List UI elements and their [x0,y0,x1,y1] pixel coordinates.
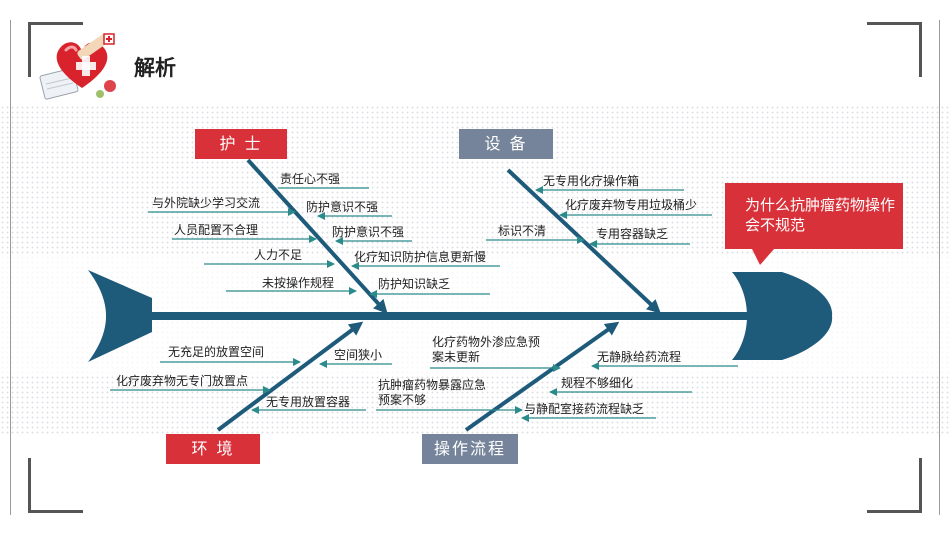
frame-line-left [10,20,11,515]
fish-spine [150,312,750,320]
frame-corner-top-left [28,22,83,77]
frame-line-right [939,20,940,515]
cause-proc-4: 规程不够细化 [561,376,634,390]
cause-nurse-3: 防护意识不强 [306,200,379,214]
cause-nurse-4: 人员配置不合理 [174,223,259,237]
page-title: 解析 [134,56,176,80]
fish-tail [88,270,152,362]
cause-nurse-9: 防护知识缺乏 [378,277,451,291]
cause-nurse-1: 责任心不强 [280,172,341,186]
cause-env-2: 空间狭小 [334,348,383,362]
cause-nurse-7: 化疗知识防护信息更新慢 [354,250,487,264]
cause-nurse-8: 未按操作规程 [262,276,335,290]
cause-nurse-6: 人力不足 [254,248,303,262]
fish-head [732,272,833,360]
cause-nurse-5: 防护意识不强 [332,225,405,239]
category-process: 操作流程 [422,434,518,464]
cause-arrows [110,186,738,422]
effect-callout-tail [752,249,774,265]
cause-env-4: 无专用放置容器 [266,395,351,409]
cause-env-3: 化疗废弃物无专门放置点 [116,374,249,388]
cause-nurse-2: 与外院缺少学习交流 [152,196,261,210]
cause-proc-2: 无静脉给药流程 [597,350,682,364]
frame-corner-bottom-right [867,458,922,513]
cause-proc-5: 与静配室接药流程缺乏 [524,402,645,416]
category-equipment: 设 备 [459,129,553,159]
cause-proc-1: 化疗药物外渗应急预案未更新 [432,335,541,364]
cause-equip-1: 无专用化疗操作箱 [543,174,640,188]
effect-question-box: 为什么抗肿瘤药物操作会不规范 [725,183,903,249]
bone-process [464,321,620,432]
category-nurse: 护 士 [195,129,287,159]
cause-proc-3: 抗肿瘤药物暴露应急预案不够 [378,378,487,407]
cause-equip-4: 专用容器缺乏 [596,227,669,241]
cause-equip-3: 标识不清 [498,224,547,238]
category-environment: 环 境 [166,434,260,464]
cause-env-1: 无充足的放置空间 [168,345,265,359]
cause-equip-2: 化疗废弃物专用垃圾桶少 [565,198,698,212]
bone-environment [216,321,364,432]
frame-corner-bottom-left [28,458,83,513]
heart-plaster-icon [39,33,116,100]
frame-corner-top-right [867,22,922,77]
